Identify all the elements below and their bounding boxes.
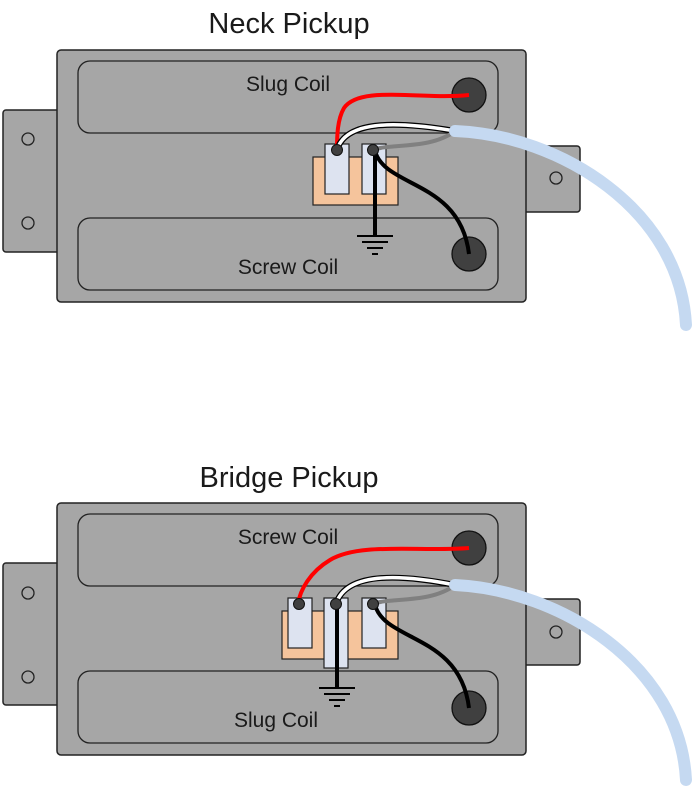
black-wire <box>373 604 471 709</box>
left-mounting-ear <box>2 562 64 706</box>
bare-wire <box>372 129 457 152</box>
mounting-hole-icon <box>21 670 35 684</box>
shield-cable <box>449 125 692 331</box>
solder-point-icon <box>367 144 379 156</box>
ground-symbol-icon <box>357 235 393 255</box>
mounting-hole-icon <box>21 132 35 146</box>
mounting-hole-icon <box>549 625 563 639</box>
white-wire <box>334 575 457 606</box>
solder-point-icon <box>293 598 305 610</box>
bottom-coil <box>77 670 499 744</box>
mounting-hole-icon <box>21 216 35 230</box>
ground-symbol-icon <box>319 687 355 707</box>
bottom-coil-label: Slug Coil <box>234 709 318 732</box>
solder-point-icon <box>330 598 342 610</box>
mounting-hole-icon <box>21 586 35 600</box>
neck-pickup-title: Neck Pickup <box>208 8 369 40</box>
left-mounting-ear <box>2 109 64 253</box>
hot-wire <box>296 546 470 605</box>
solder-point-icon <box>367 598 379 610</box>
bridge-pickup-title: Bridge Pickup <box>200 462 379 494</box>
top-coil <box>77 513 499 587</box>
shield-cable <box>449 579 692 786</box>
bottom-coil <box>77 217 499 291</box>
bottom-coil-label: Screw Coil <box>238 256 338 279</box>
neck-pickup-diagram: Neck Pickup Slug Coil Screw Coil <box>2 8 692 331</box>
hot-wire <box>335 92 470 151</box>
solder-point-icon <box>331 144 343 156</box>
black-wire <box>373 150 471 255</box>
bridge-pickup-diagram: Bridge Pickup Screw Coil Slug Coil <box>2 462 692 786</box>
bare-wire <box>372 583 457 606</box>
top-coil-label: Screw Coil <box>238 526 338 549</box>
top-coil <box>77 60 499 134</box>
mounting-hole-icon <box>549 171 563 185</box>
white-wire <box>335 123 457 152</box>
top-coil-label: Slug Coil <box>246 73 330 96</box>
